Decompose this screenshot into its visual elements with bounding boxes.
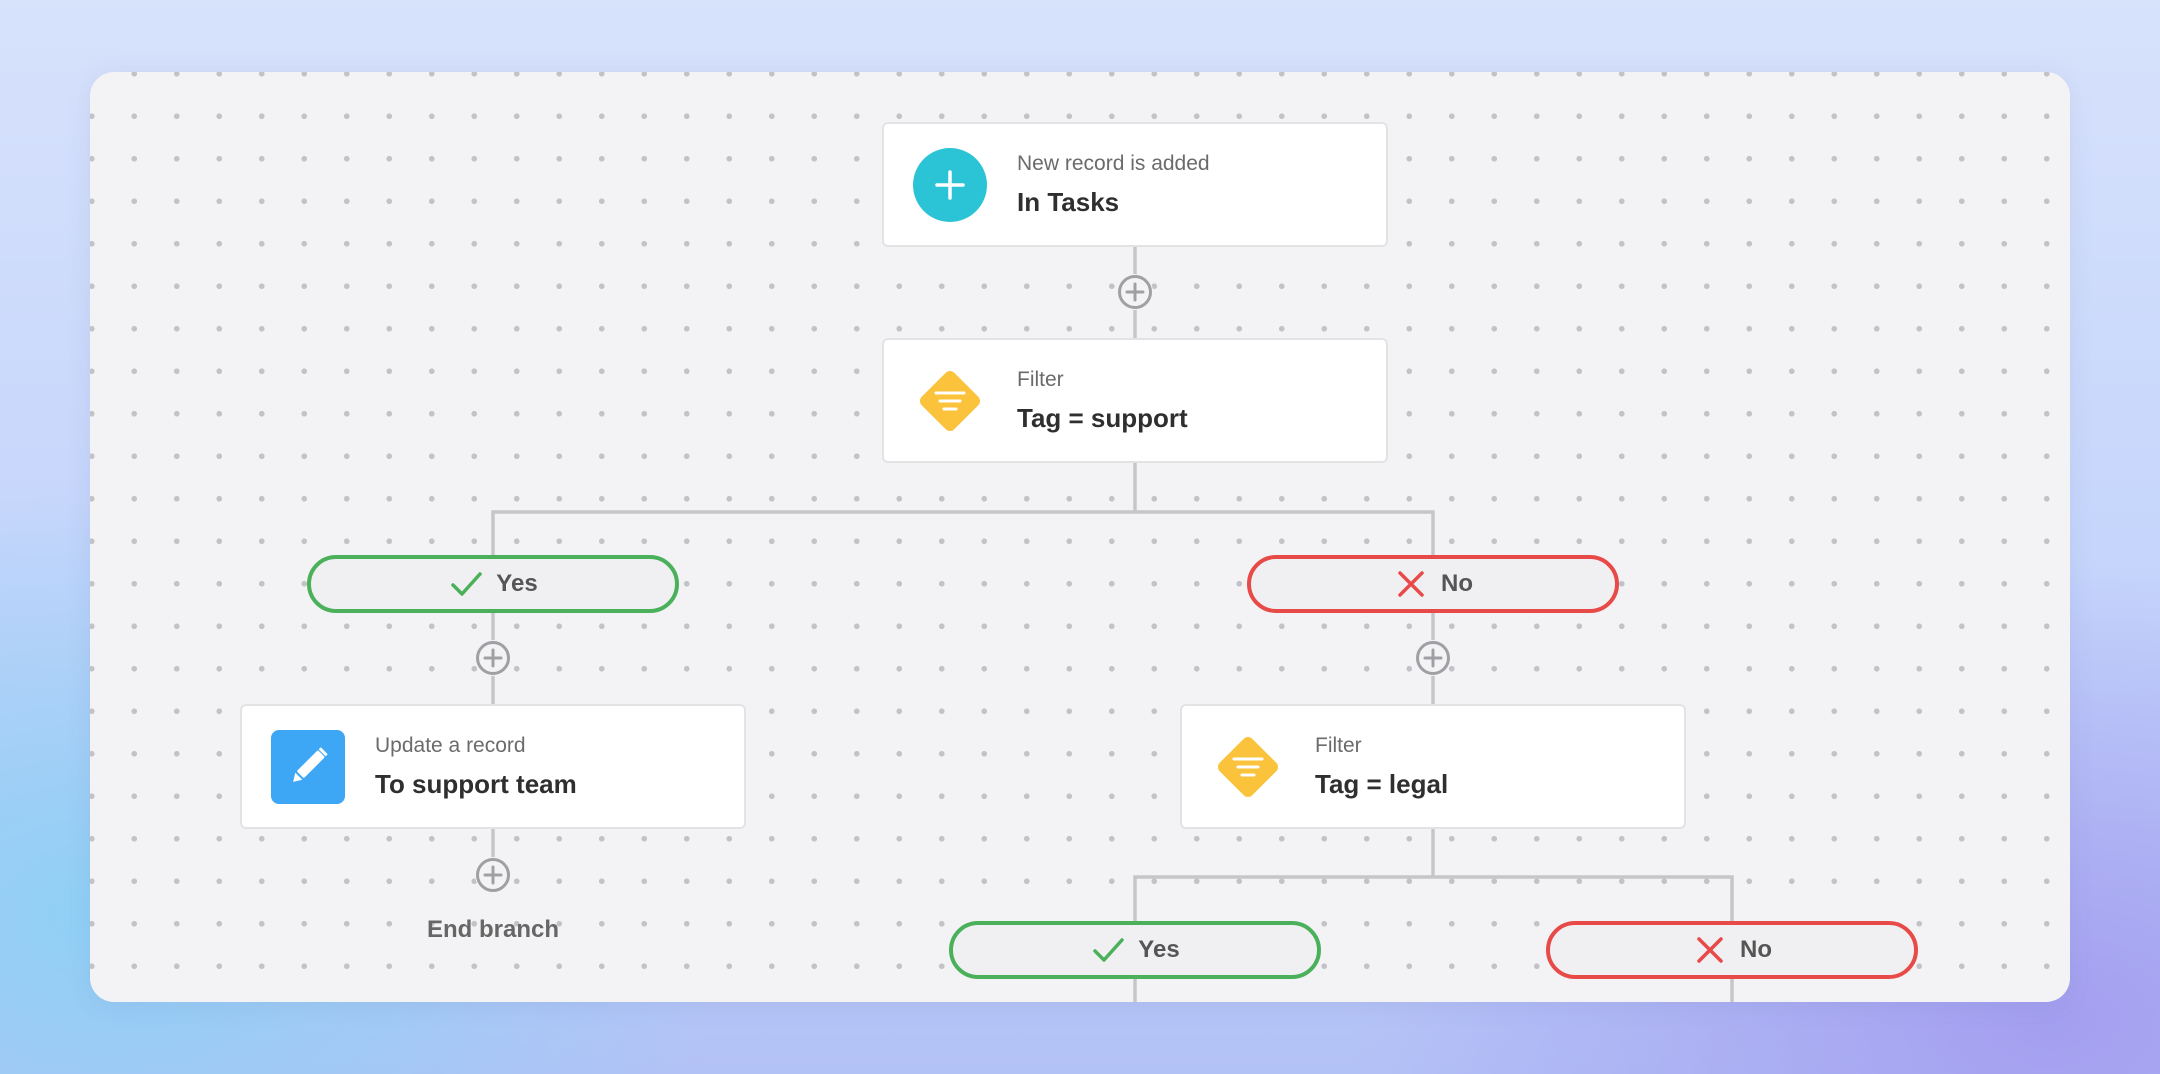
check-icon	[1090, 932, 1126, 968]
close-icon	[1692, 932, 1728, 968]
filter-condition: Tag = support	[1017, 402, 1188, 433]
trigger-subtitle: New record is added	[1017, 151, 1210, 175]
branch-no-label: No	[1740, 936, 1772, 963]
end-branch-label: End branch	[426, 916, 559, 943]
plus-circle-icon	[476, 641, 510, 675]
plus-circle-icon	[1118, 275, 1152, 309]
branch-yes-label: Yes	[496, 570, 538, 597]
action-title: To support team	[375, 768, 577, 799]
branch-yes-label: Yes	[1138, 936, 1180, 963]
branch-no-pill[interactable]: No	[1247, 555, 1619, 613]
filter-icon	[1211, 730, 1285, 804]
filter-icon	[913, 364, 987, 438]
add-step-button[interactable]	[475, 640, 511, 676]
trigger-title: In Tasks	[1017, 186, 1120, 217]
branch-yes-pill[interactable]: Yes	[307, 555, 679, 613]
plus-icon	[913, 147, 987, 222]
workflow-canvas[interactable]: New record is added In Tasks Filter Tag …	[90, 72, 2070, 1002]
filter-node-legal[interactable]: Filter Tag = legal	[1180, 704, 1686, 829]
branch-no-pill[interactable]: No	[1546, 921, 1918, 979]
update-record-node[interactable]: Update a record To support team	[240, 704, 746, 829]
filter-subtitle: Filter	[1315, 733, 1362, 757]
add-step-button[interactable]	[1415, 640, 1451, 676]
plus-circle-icon	[476, 858, 510, 892]
plus-circle-icon	[1416, 641, 1450, 675]
pencil-icon	[271, 729, 345, 804]
add-step-button[interactable]	[1117, 274, 1153, 310]
filter-condition: Tag = legal	[1315, 768, 1449, 799]
filter-subtitle: Filter	[1017, 367, 1064, 391]
filter-node-support[interactable]: Filter Tag = support	[882, 338, 1388, 463]
trigger-node[interactable]: New record is added In Tasks	[882, 122, 1388, 247]
action-subtitle: Update a record	[375, 733, 526, 757]
check-icon	[448, 566, 484, 602]
close-icon	[1393, 566, 1429, 602]
add-step-button[interactable]	[475, 857, 511, 893]
branch-yes-pill[interactable]: Yes	[949, 921, 1321, 979]
branch-no-label: No	[1441, 570, 1473, 597]
